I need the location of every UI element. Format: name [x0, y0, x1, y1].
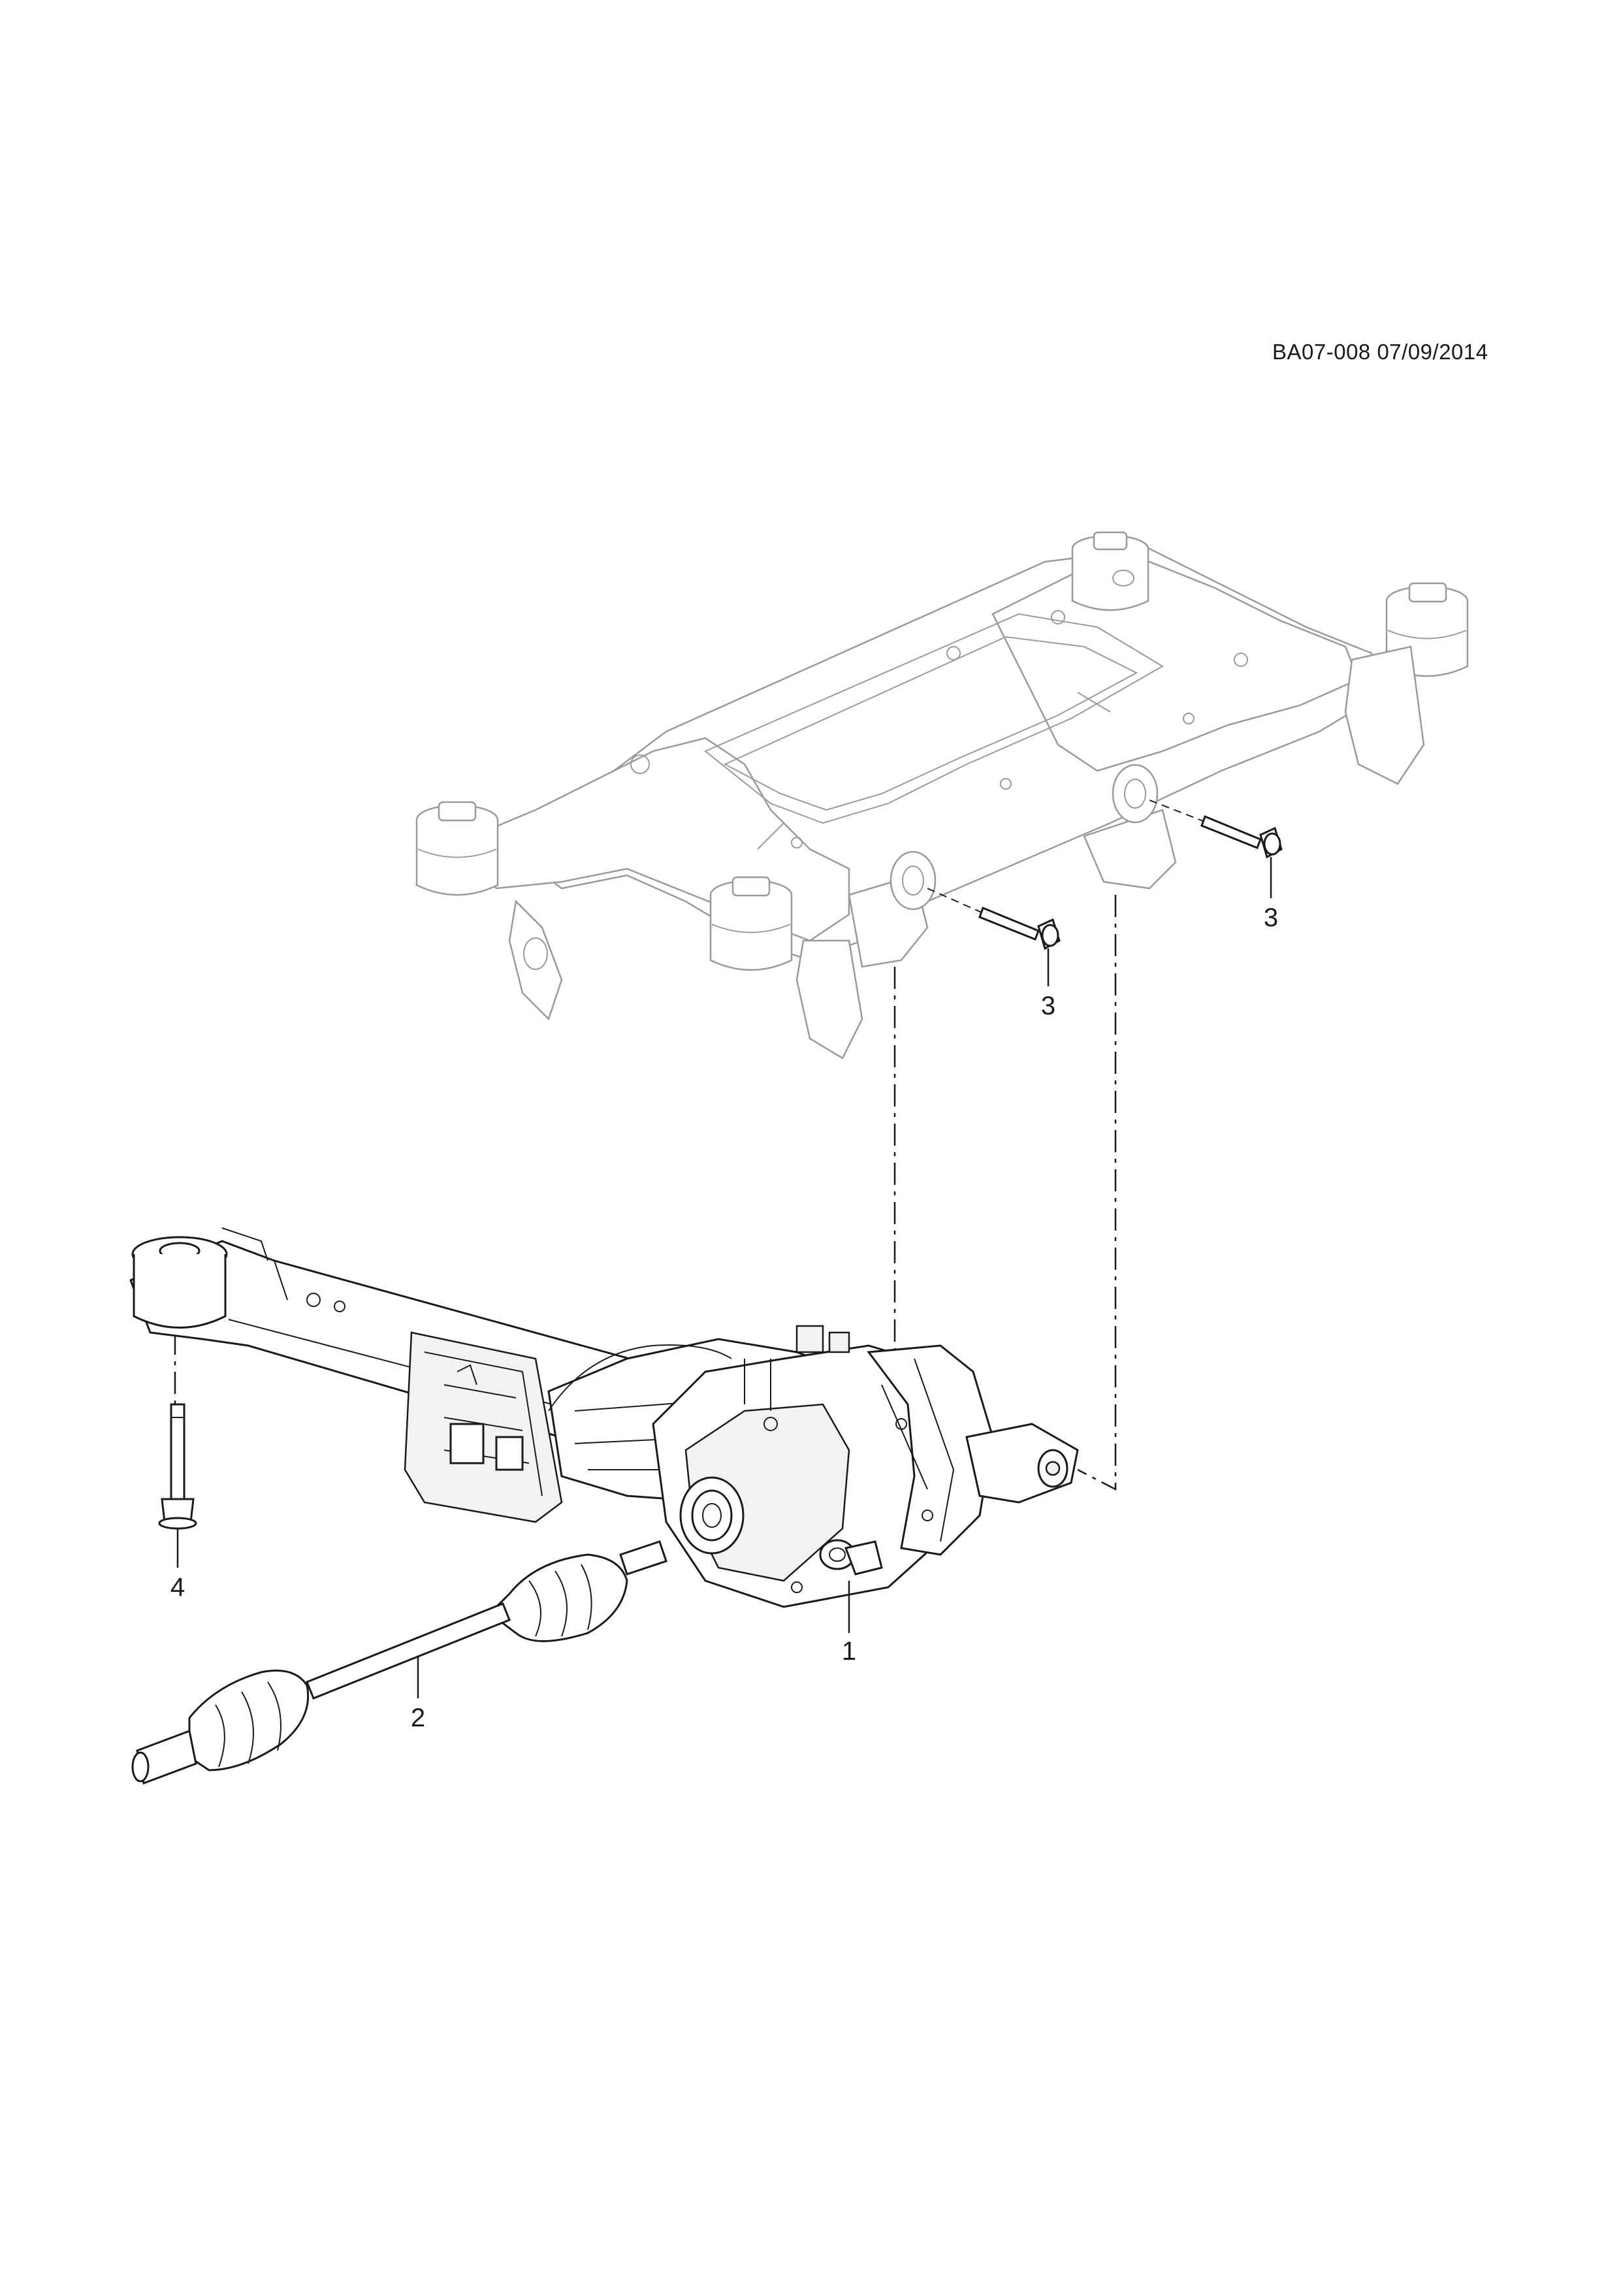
callout-3-left: 3	[1040, 992, 1056, 1020]
callout-1: 1	[841, 1637, 857, 1666]
subframe-bushing-rear-left	[709, 876, 793, 971]
diagram-reference-code: BA07-008 07/09/2014	[1272, 340, 1488, 364]
subframe-bushing-front-left	[415, 801, 499, 896]
callout-4: 4	[170, 1573, 185, 1602]
output-flange	[679, 1476, 745, 1555]
drive-control-module	[404, 1331, 563, 1523]
subframe-bolt-right	[1149, 800, 1283, 859]
subframe-mount-hole-left	[890, 850, 937, 911]
subframe-mount-hole-right	[1112, 764, 1159, 824]
drive-shaft	[131, 1540, 667, 1785]
callout-2: 2	[410, 1704, 426, 1732]
alignment-line-right	[1077, 895, 1117, 1491]
trailing-arm-bolt	[158, 1403, 197, 1530]
subframe-bushing-rear-right	[1385, 582, 1469, 677]
rear-drive-module	[547, 1325, 1079, 1608]
subframe-bushing-front-right	[1071, 531, 1149, 611]
subframe-bolt-left	[927, 888, 1061, 950]
rear-subframe	[415, 531, 1469, 1059]
callout-3-right: 3	[1263, 903, 1279, 932]
